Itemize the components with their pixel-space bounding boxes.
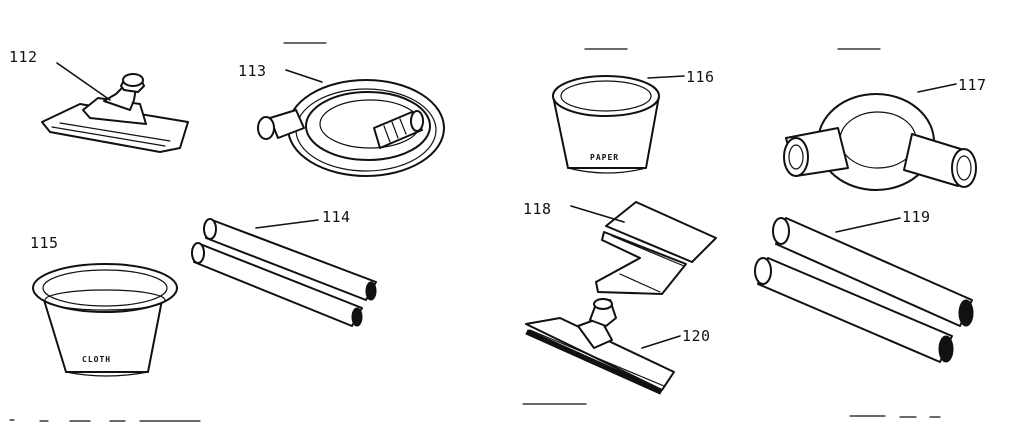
scan-marks bbox=[9, 42, 941, 422]
stamp-cloth: CLOTH bbox=[82, 355, 111, 364]
stamp-paper: PAPER bbox=[590, 153, 619, 162]
callout-116: 116 bbox=[686, 68, 715, 86]
callout-118: 118 bbox=[523, 200, 552, 218]
callout-115: 115 bbox=[30, 234, 59, 252]
callout-112: 112 bbox=[9, 48, 38, 66]
cloth-filter: CLOTH 115 bbox=[30, 234, 178, 377]
extension-wands-a: 114 bbox=[191, 208, 377, 327]
callout-114: 114 bbox=[322, 208, 351, 226]
hose-b: 117 bbox=[783, 76, 987, 191]
callout-113: 113 bbox=[238, 62, 267, 80]
paper-filter: PAPER 116 bbox=[552, 68, 715, 174]
floor-brush: 120 bbox=[525, 298, 711, 395]
floor-nozzle: 112 bbox=[9, 48, 189, 153]
utility-nozzle: 118 bbox=[523, 200, 717, 295]
callout-119: 119 bbox=[902, 208, 931, 226]
callout-120: 120 bbox=[682, 327, 711, 345]
hose: 113 bbox=[238, 62, 445, 177]
callout-117: 117 bbox=[958, 76, 987, 94]
extension-wands-b: 119 bbox=[754, 208, 974, 363]
